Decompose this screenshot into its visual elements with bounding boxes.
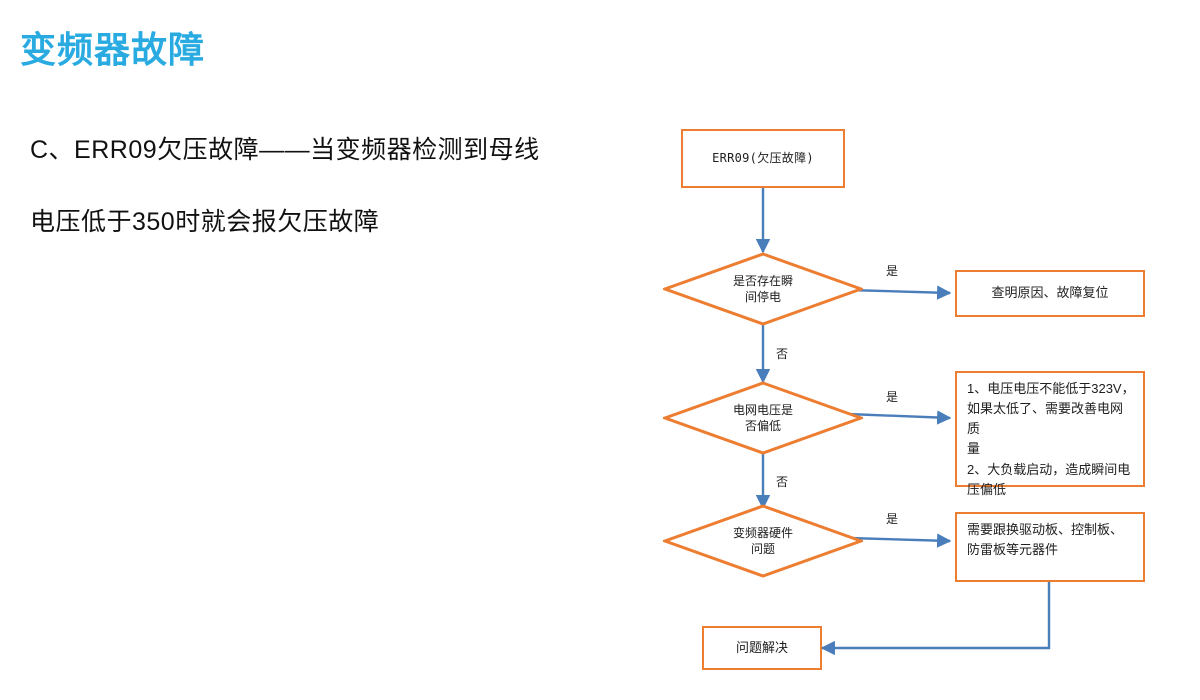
body-copy: C、ERR09欠压故障——当变频器检测到母线 电压低于350时就会报欠压故障 (30, 135, 650, 279)
node-action-find-cause-reset-label: 查明原因、故障复位 (991, 285, 1109, 301)
node-decision-grid-voltage-low[interactable]: 电网电压是 否偏低 (663, 381, 863, 455)
edge-label-d2-yes: 是 (886, 390, 899, 404)
decision-line-2: 问题 (750, 542, 775, 556)
node-start-label: ERR09(欠压故障) (712, 150, 814, 165)
diamond-outline (663, 504, 863, 578)
diamond-outline (663, 381, 863, 455)
replace-line-1: 需要跟换驱动板、控制板、 (967, 522, 1124, 537)
edge-a3-to-end (820, 582, 1051, 656)
node-problem-solved-label: 问题解决 (735, 639, 788, 655)
replace-line-2: 防雷板等元器件 (967, 542, 1059, 558)
advice-line-1: 1、电压电压不能低于323V， (967, 381, 1135, 396)
decision-line-2: 间停电 (744, 290, 781, 304)
node-action-replace-boards[interactable]: 需要跟换驱动板、控制板、 防雷板等元器件 (955, 512, 1145, 582)
node-action-find-cause-reset[interactable]: 查明原因、故障复位 (955, 270, 1145, 317)
edge-label-d3-yes: 是 (886, 512, 899, 526)
decision-line-1: 是否存在瞬 (732, 273, 793, 288)
node-decision-power-outage-label: 是否存在瞬 间停电 (733, 273, 793, 305)
decision-line-1: 变频器硬件 (732, 525, 793, 540)
node-decision-hardware-problem-label: 变频器硬件 问题 (733, 525, 793, 557)
body-line-2: 电压低于350时就会报欠压故障 (30, 208, 380, 236)
decision-line-1: 电网电压是 (732, 402, 793, 417)
node-decision-grid-voltage-low-label: 电网电压是 否偏低 (733, 402, 793, 434)
node-problem-solved[interactable]: 问题解决 (702, 626, 822, 670)
diamond-outline (663, 252, 863, 326)
node-action-voltage-advice[interactable]: 1、电压电压不能低于323V， 如果太低了、需要改善电网质 量 2、大负载启动，… (955, 371, 1145, 497)
advice-line-3: 量 (967, 441, 981, 457)
advice-line-5: 压偏低 (967, 481, 1007, 497)
edge-label-d2-no: 否 (776, 475, 789, 489)
decision-line-2: 否偏低 (744, 419, 781, 433)
node-decision-power-outage[interactable]: 是否存在瞬 间停电 (663, 252, 863, 326)
node-decision-hardware-problem[interactable]: 变频器硬件 问题 (663, 504, 863, 578)
advice-line-4: 2、大负载启动，造成瞬间电 (967, 461, 1131, 477)
edge-label-d1-yes: 是 (886, 264, 899, 278)
edge-d3-yes-to-a3 (847, 533, 952, 548)
edge-d1-yes-to-a1 (847, 285, 952, 300)
edge-label-d1-no: 否 (776, 347, 789, 361)
page-title: 变频器故障 (20, 29, 206, 70)
edge-d2-yes-to-a2 (847, 410, 952, 425)
body-line-1: C、ERR09欠压故障——当变频器检测到母线 (30, 136, 540, 164)
node-start[interactable]: ERR09(欠压故障) (681, 129, 845, 188)
advice-line-2: 如果太低了、需要改善电网质 (967, 401, 1124, 437)
